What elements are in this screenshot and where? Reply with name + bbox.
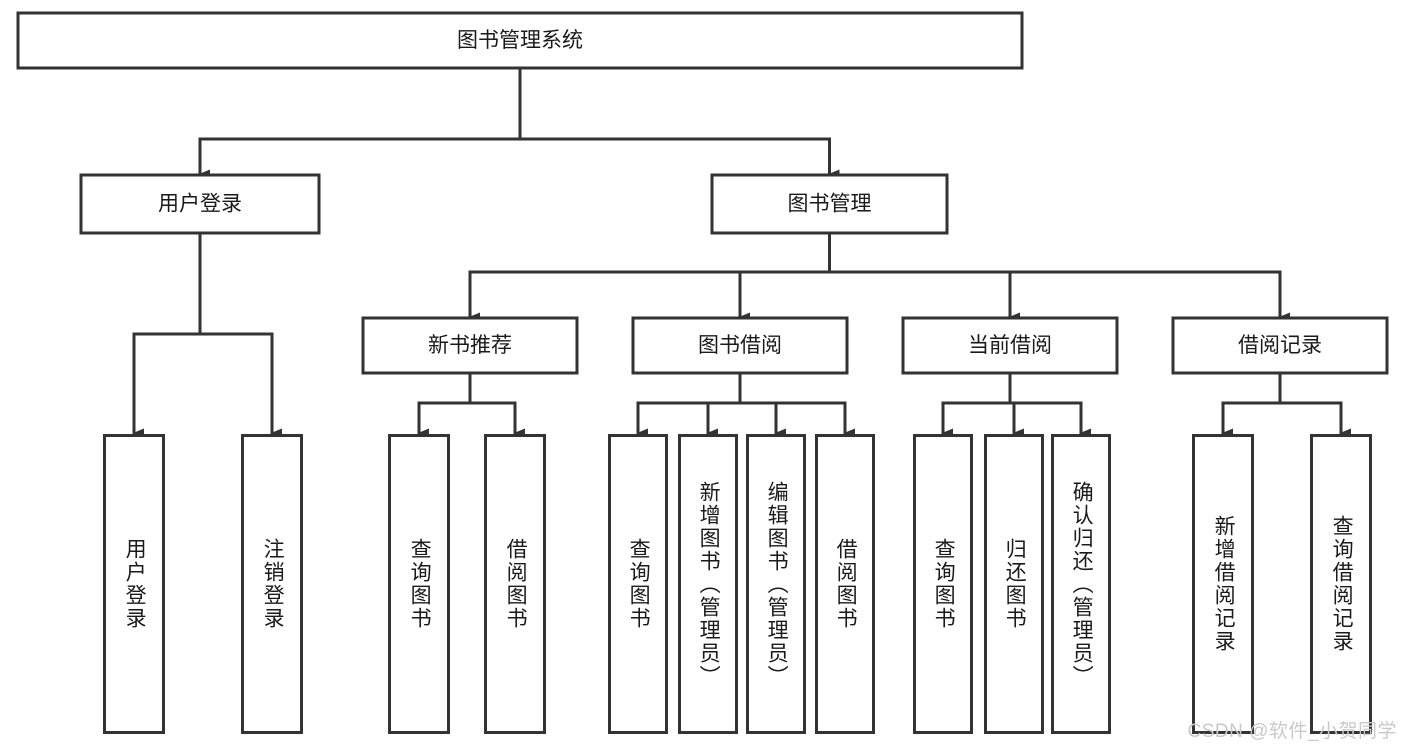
node-new-book-recommend-rect (361, 316, 579, 375)
node-leaf-return-book[interactable]: 归还图书 (984, 434, 1044, 734)
node-root[interactable]: 图书管理系统 (16, 11, 1024, 70)
node-borrow-record[interactable]: 借阅记录 (1171, 316, 1389, 375)
node-leaf-borrow-book-2-label: 借阅图书 (834, 538, 858, 630)
node-book-manage-label: 图书管理 (788, 193, 872, 216)
node-leaf-user-logout[interactable]: 注销登录 (241, 434, 303, 734)
node-leaf-add-borrow-record-label: 新增借阅记录 (1212, 515, 1236, 653)
node-user-login-label: 用户登录 (158, 193, 242, 216)
node-current-borrow[interactable]: 当前借阅 (901, 316, 1119, 375)
node-leaf-user-login-label: 用户登录 (123, 538, 147, 630)
node-book-borrow[interactable]: 图书借阅 (631, 316, 849, 375)
node-leaf-query-book-1[interactable]: 查询图书 (388, 434, 450, 734)
node-book-manage-rect (710, 173, 949, 235)
node-user-login[interactable]: 用户登录 (79, 173, 321, 235)
node-current-borrow-label: 当前借阅 (968, 334, 1052, 357)
node-current-borrow-rect (901, 316, 1119, 375)
node-new-book-recommend-label: 新书推荐 (428, 334, 512, 357)
node-leaf-user-logout-label: 注销登录 (261, 538, 285, 630)
node-borrow-record-rect (1171, 316, 1389, 375)
node-leaf-query-borrow-record[interactable]: 查询借阅记录 (1310, 434, 1372, 734)
node-leaf-borrow-book-1[interactable]: 借阅图书 (484, 434, 546, 734)
edges-layer (132, 66, 1351, 438)
node-leaf-add-book-admin[interactable]: 新增图书（管理员） (678, 434, 738, 734)
node-root-rect (16, 11, 1024, 70)
node-book-manage[interactable]: 图书管理 (710, 173, 949, 235)
node-leaf-confirm-return-admin-label: 确认归还（管理员） (1070, 480, 1094, 688)
node-root-label: 图书管理系统 (457, 29, 583, 52)
node-leaf-return-book-label: 归还图书 (1003, 538, 1027, 630)
node-leaf-query-book-1-label: 查询图书 (408, 538, 432, 630)
node-leaf-borrow-book-1-label: 借阅图书 (504, 538, 528, 630)
node-leaf-query-book-3-label: 查询图书 (932, 538, 956, 630)
node-book-borrow-rect (631, 316, 849, 375)
node-leaf-edit-book-admin-label: 编辑图书（管理员） (765, 480, 789, 688)
node-leaf-confirm-return-admin[interactable]: 确认归还（管理员） (1051, 434, 1111, 734)
node-user-login-rect (79, 173, 321, 235)
node-leaf-query-book-2-label: 查询图书 (627, 538, 651, 630)
node-book-borrow-label: 图书借阅 (698, 334, 782, 357)
node-new-book-recommend[interactable]: 新书推荐 (361, 316, 579, 375)
node-leaf-query-book-3[interactable]: 查询图书 (913, 434, 973, 734)
node-leaf-edit-book-admin[interactable]: 编辑图书（管理员） (746, 434, 806, 734)
node-borrow-record-label: 借阅记录 (1238, 334, 1322, 357)
node-leaf-add-borrow-record[interactable]: 新增借阅记录 (1192, 434, 1254, 734)
node-leaf-query-borrow-record-label: 查询借阅记录 (1330, 515, 1354, 653)
node-leaf-borrow-book-2[interactable]: 借阅图书 (815, 434, 875, 734)
node-leaf-add-book-admin-label: 新增图书（管理员） (697, 480, 721, 688)
node-leaf-query-book-2[interactable]: 查询图书 (608, 434, 668, 734)
node-leaf-user-login[interactable]: 用户登录 (103, 434, 165, 734)
